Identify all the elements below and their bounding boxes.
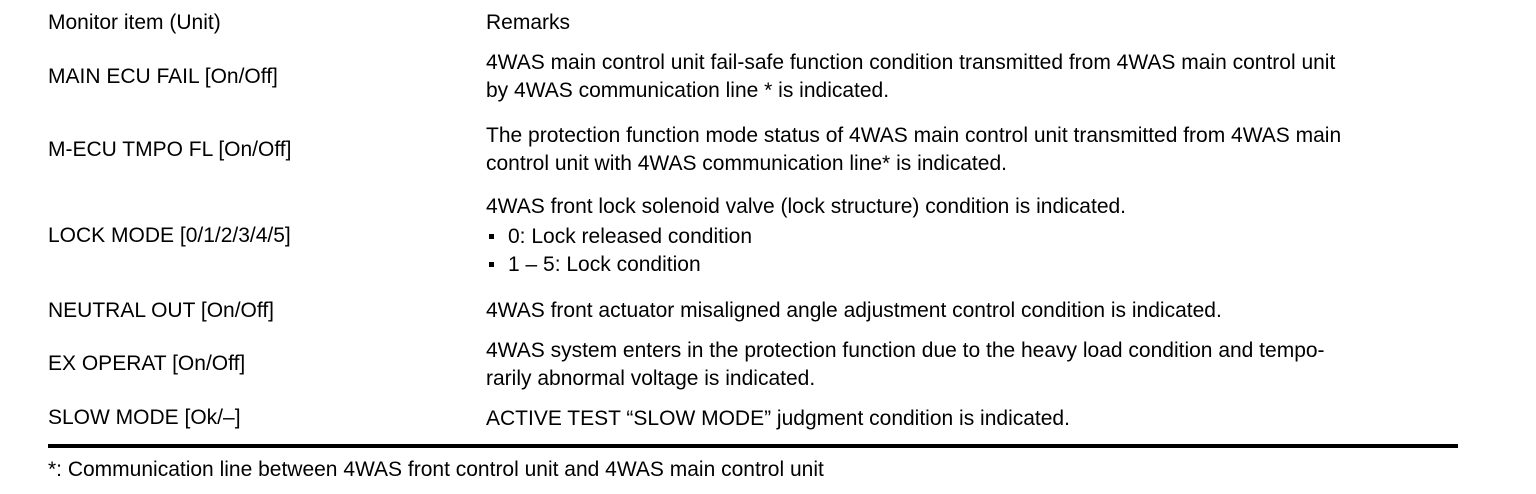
remark-line: control unit with 4WAS communication lin… <box>486 152 1007 175</box>
table-row: SLOW MODE [Ok/–] ACTIVE TEST “SLOW MODE”… <box>48 393 1458 448</box>
table-row: NEUTRAL OUT [On/Off] 4WAS front actuator… <box>48 286 1458 336</box>
remark-line: 4WAS main control unit fail-safe functio… <box>486 51 1336 75</box>
table-footnote: *: Communication line between 4WAS front… <box>48 458 824 481</box>
list-item-label: 0: Lock released condition <box>508 225 752 249</box>
monitor-item-table: Monitor item (Unit) Remarks MAIN ECU FAI… <box>48 6 1458 448</box>
lock-mode-bullet-list: 0: Lock released condition 1 – 5: Lock c… <box>486 223 1458 278</box>
monitor-item-name: LOCK MODE [0/1/2/3/4/5] <box>48 223 291 247</box>
table-row: LOCK MODE [0/1/2/3/4/5] 4WAS front lock … <box>48 186 1458 286</box>
monitor-item-name: M-ECU TMPO FL [On/Off] <box>48 137 292 161</box>
remark-line: by 4WAS communication line * is indicate… <box>486 79 890 102</box>
monitor-item-name: NEUTRAL OUT [On/Off] <box>48 298 274 322</box>
remark-line: The protection function mode status of 4… <box>486 124 1342 148</box>
bullet-icon <box>489 234 494 240</box>
column-header-remarks: Remarks <box>486 11 571 35</box>
table-row: EX OPERAT [On/Off] 4WAS system enters in… <box>48 336 1458 393</box>
bullet-icon <box>489 261 494 267</box>
remark-line: 4WAS front actuator misaligned angle adj… <box>486 299 1222 323</box>
monitor-item-name: SLOW MODE [Ok/–] <box>48 393 486 448</box>
monitor-item-remarks: 4WAS front actuator misaligned angle adj… <box>486 286 1458 336</box>
remark-line: 4WAS system enters in the protection fun… <box>486 338 1325 362</box>
remark-line: rarily abnormal voltage is indicated. <box>486 366 816 390</box>
table-row: M-ECU TMPO FL [On/Off] The protection fu… <box>48 114 1458 186</box>
monitor-item-remarks: ACTIVE TEST “SLOW MODE” judgment conditi… <box>486 393 1458 448</box>
monitor-item-table-container: Monitor item (Unit) Remarks MAIN ECU FAI… <box>48 6 1458 448</box>
list-item: 1 – 5: Lock condition <box>486 251 1458 279</box>
table-header-row: Monitor item (Unit) Remarks <box>48 6 1458 40</box>
column-header-monitor-item: Monitor item (Unit) <box>48 10 221 34</box>
remark-line: 4WAS front lock solenoid valve (lock str… <box>486 195 1127 219</box>
monitor-item-remarks: 4WAS main control unit fail-safe functio… <box>486 40 1458 114</box>
list-item-label: 1 – 5: Lock condition <box>508 252 701 276</box>
remark-line: ACTIVE TEST “SLOW MODE” judgment conditi… <box>486 406 1070 430</box>
table-row: MAIN ECU FAIL [On/Off] 4WAS main control… <box>48 40 1458 114</box>
monitor-item-remarks: 4WAS system enters in the protection fun… <box>486 336 1458 393</box>
list-item: 0: Lock released condition <box>486 223 1458 251</box>
monitor-item-remarks: The protection function mode status of 4… <box>486 114 1458 186</box>
monitor-item-remarks: 4WAS front lock solenoid valve (lock str… <box>486 186 1458 286</box>
monitor-item-name: EX OPERAT [On/Off] <box>48 352 246 376</box>
monitor-item-name: MAIN ECU FAIL [On/Off] <box>48 64 278 88</box>
